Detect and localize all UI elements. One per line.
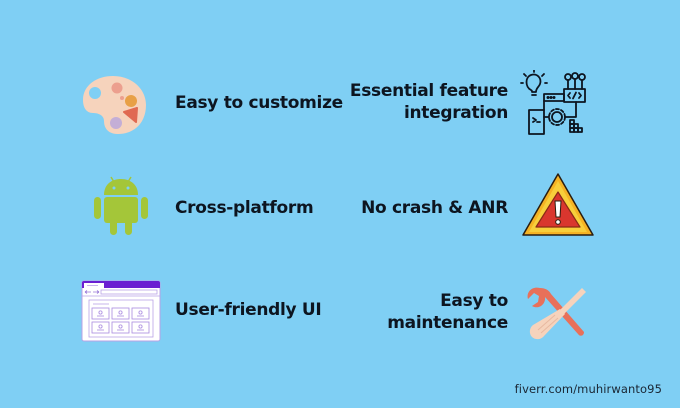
warning-icon — [521, 172, 595, 242]
feature-label-line-1: Essential feature — [349, 81, 508, 101]
feature-label-user-friendly-ui: User-friendly UI — [175, 300, 322, 320]
footer-url: fiverr.com/muhirwanto95 — [514, 382, 662, 396]
feature-label-essential-feature-integration: Essential feature integration — [350, 80, 508, 124]
feature-label-line-1: Easy to — [440, 291, 508, 311]
android-icon — [92, 173, 150, 241]
feature-label-cross-platform: Cross-platform — [175, 198, 314, 218]
feature-label-no-crash-anr: No crash & ANR — [361, 198, 508, 218]
wrench-screwdriver-icon — [524, 284, 588, 348]
feature-label-easy-to-maintenance: Easy to maintenance — [387, 290, 508, 334]
feature-label-line-2: integration — [403, 103, 508, 123]
palette-icon — [80, 73, 150, 141]
integration-icon — [520, 69, 588, 140]
browser-window-icon — [81, 280, 161, 346]
feature-label-line-2: maintenance — [387, 313, 508, 333]
feature-label-easy-to-customize: Easy to customize — [175, 93, 343, 113]
